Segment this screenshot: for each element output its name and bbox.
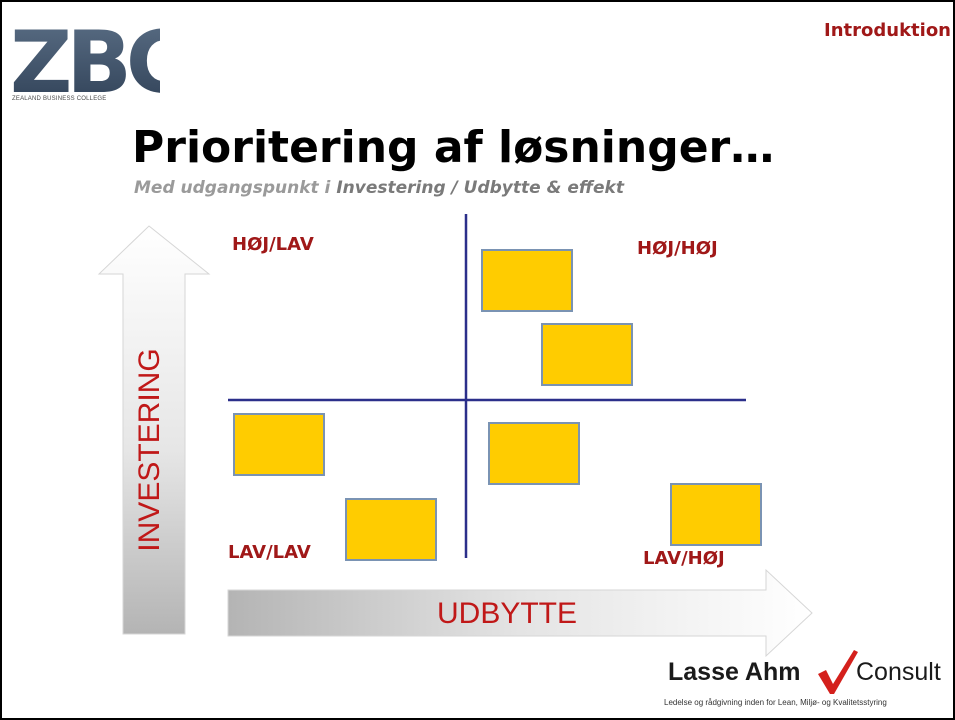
solution-box bbox=[233, 413, 325, 476]
subtitle-part2: Investering / Udbytte & effekt bbox=[336, 178, 624, 198]
logo-subtext: ZEALAND BUSINESS COLLEGE bbox=[12, 96, 107, 102]
brand-tagline: Ledelse og rådgivning inden for Lean, Mi… bbox=[664, 698, 887, 707]
yield-arrow bbox=[227, 568, 813, 658]
x-axis-label: UDBYTTE bbox=[436, 597, 578, 630]
logo-text: ZBC bbox=[10, 16, 160, 108]
solution-box bbox=[481, 249, 573, 312]
investment-arrow bbox=[97, 225, 211, 635]
y-axis-label: INVESTERING bbox=[133, 348, 166, 552]
brand-name-regular: Consult bbox=[856, 658, 941, 686]
subtitle-part1: Med udgangspunkt i bbox=[134, 178, 337, 198]
checkmark-icon bbox=[818, 650, 858, 694]
solution-box bbox=[345, 498, 437, 561]
zbc-logo: ZBC bbox=[10, 16, 160, 108]
slide-subtitle: Med udgangspunkt i Investering / Udbytte… bbox=[134, 178, 624, 198]
solution-box bbox=[670, 483, 762, 546]
quadrant-label-top-right: HØJ/HØJ bbox=[637, 238, 718, 259]
section-label: Introduktion bbox=[824, 20, 951, 41]
solution-box bbox=[541, 323, 633, 386]
brand-logo: Lasse Ahm Consult Ledelse og rådgivning … bbox=[664, 648, 953, 716]
quadrant-label-bottom-left: LAV/LAV bbox=[228, 542, 311, 563]
brand-name-bold: Lasse Ahm bbox=[668, 658, 801, 686]
slide-title: Prioritering af løsninger… bbox=[132, 122, 775, 173]
quadrant-label-bottom-right: LAV/HØJ bbox=[643, 548, 725, 569]
quadrant-label-top-left: HØJ/LAV bbox=[232, 234, 314, 255]
solution-box bbox=[488, 422, 580, 485]
